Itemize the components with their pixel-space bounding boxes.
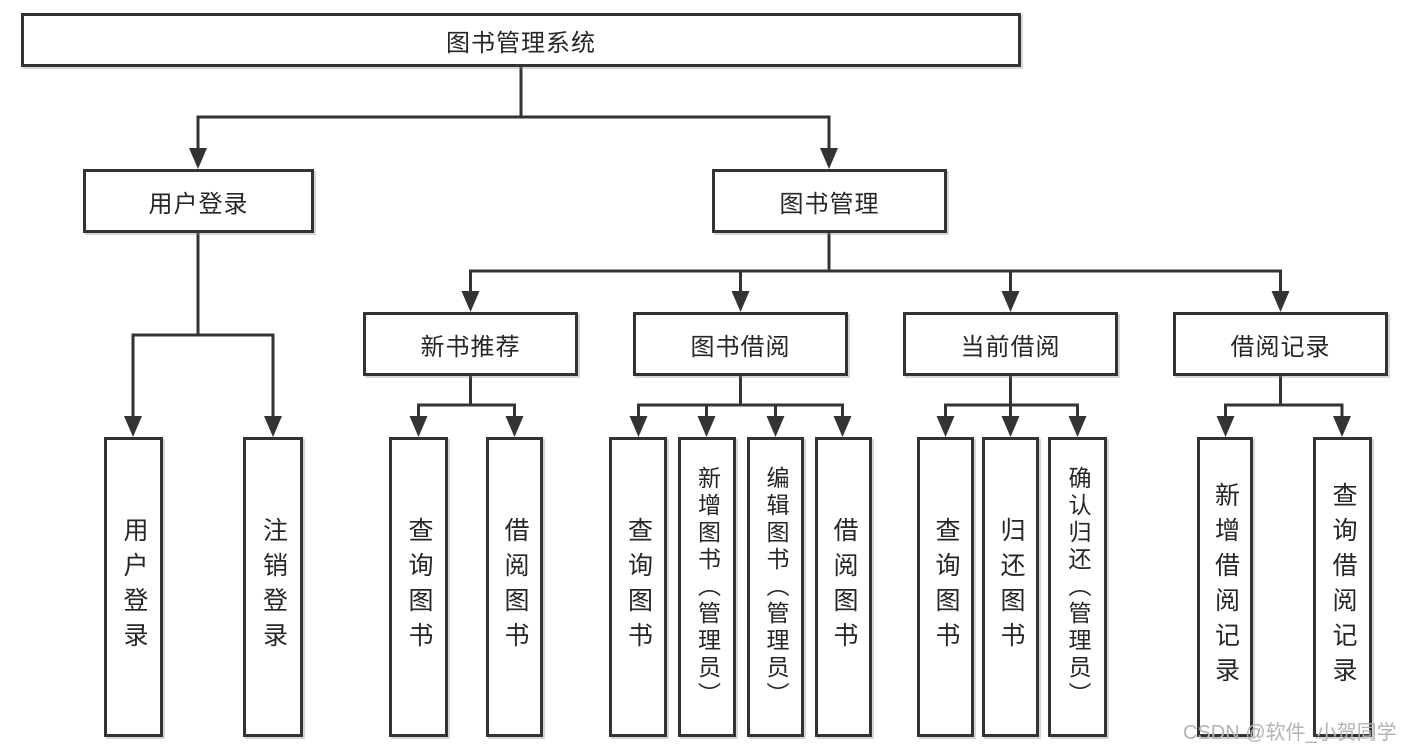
- leaf-return-books: 归还图书: [982, 437, 1039, 737]
- arrowhead: [189, 148, 207, 169]
- arrowhead: [697, 416, 716, 437]
- leaf-logout-label: 注销登录: [259, 517, 288, 657]
- arrowhead: [409, 416, 428, 437]
- node-book-management: 图书管理: [712, 169, 947, 233]
- arrowhead: [1216, 416, 1235, 437]
- leaf-borrow-books-borrow: 借阅图书: [815, 437, 872, 737]
- arrowhead: [833, 416, 852, 437]
- leaf-add-borrow-record: 新增借阅记录: [1197, 437, 1253, 737]
- leaf-confirm-return-admin-label: 确认归还（管理员）: [1065, 465, 1091, 709]
- arrowhead: [1333, 416, 1351, 437]
- leaf-return-books-label: 归还图书: [997, 517, 1025, 657]
- leaf-query-books-current: 查询图书: [917, 437, 974, 737]
- leaf-add-book-admin: 新增图书（管理员）: [678, 437, 736, 737]
- node-borrowing-records-label: 借阅记录: [1230, 333, 1331, 361]
- arrowhead: [461, 291, 480, 312]
- leaf-query-books-recommend-label: 查询图书: [405, 517, 433, 657]
- leaf-query-books-recommend: 查询图书: [389, 437, 448, 737]
- leaf-query-borrow-record-label: 查询借阅记录: [1329, 482, 1357, 692]
- arrowhead: [820, 148, 838, 169]
- node-book-borrowing: 图书借阅: [633, 312, 848, 376]
- arrowhead: [766, 416, 785, 437]
- leaf-query-books-borrow: 查询图书: [609, 437, 667, 737]
- leaf-borrow-books-borrow-label: 借阅图书: [830, 517, 858, 657]
- leaf-user-login-label: 用户登录: [120, 517, 148, 657]
- node-borrowing-records: 借阅记录: [1173, 312, 1388, 376]
- arrowhead: [731, 291, 750, 312]
- arrowhead: [264, 416, 282, 437]
- node-new-book-recommend: 新书推荐: [363, 312, 578, 376]
- node-user-login-label: 用户登录: [148, 190, 249, 218]
- node-root: 图书管理系统: [21, 13, 1021, 67]
- leaf-query-books-current-label: 查询图书: [932, 517, 960, 657]
- leaf-borrow-books-recommend: 借阅图书: [486, 437, 543, 737]
- arrowhead: [1001, 416, 1020, 437]
- arrowhead: [629, 416, 648, 437]
- arrowhead: [1068, 416, 1087, 437]
- leaf-user-login: 用户登录: [104, 437, 163, 737]
- node-book-management-label: 图书管理: [779, 190, 880, 218]
- node-current-borrowing-label: 当前借阅: [960, 333, 1061, 361]
- leaf-add-book-admin-label: 新增图书（管理员）: [694, 465, 721, 709]
- csdn-watermark: CSDN @软件_小贺同学: [1183, 722, 1397, 744]
- leaf-edit-book-admin: 编辑图书（管理员）: [747, 437, 804, 737]
- leaf-add-borrow-record-label: 新增借阅记录: [1211, 482, 1240, 692]
- leaf-query-borrow-record: 查询借阅记录: [1313, 437, 1372, 737]
- node-root-label: 图书管理系统: [446, 29, 596, 57]
- node-user-login: 用户登录: [83, 169, 314, 233]
- node-current-borrowing: 当前借阅: [903, 312, 1118, 376]
- node-book-borrowing-label: 图书借阅: [690, 333, 791, 361]
- leaf-logout: 注销登录: [243, 437, 303, 737]
- arrowhead: [1001, 291, 1020, 312]
- leaf-confirm-return-admin: 确认归还（管理员）: [1048, 437, 1107, 737]
- arrowhead: [505, 416, 524, 437]
- leaf-borrow-books-recommend-label: 借阅图书: [501, 517, 529, 657]
- leaf-edit-book-admin-label: 编辑图书（管理员）: [763, 465, 789, 709]
- leaf-query-books-borrow-label: 查询图书: [624, 517, 653, 657]
- node-new-book-recommend-label: 新书推荐: [420, 333, 521, 361]
- arrowhead: [124, 416, 142, 437]
- arrowhead: [936, 416, 955, 437]
- arrowhead: [1271, 291, 1290, 312]
